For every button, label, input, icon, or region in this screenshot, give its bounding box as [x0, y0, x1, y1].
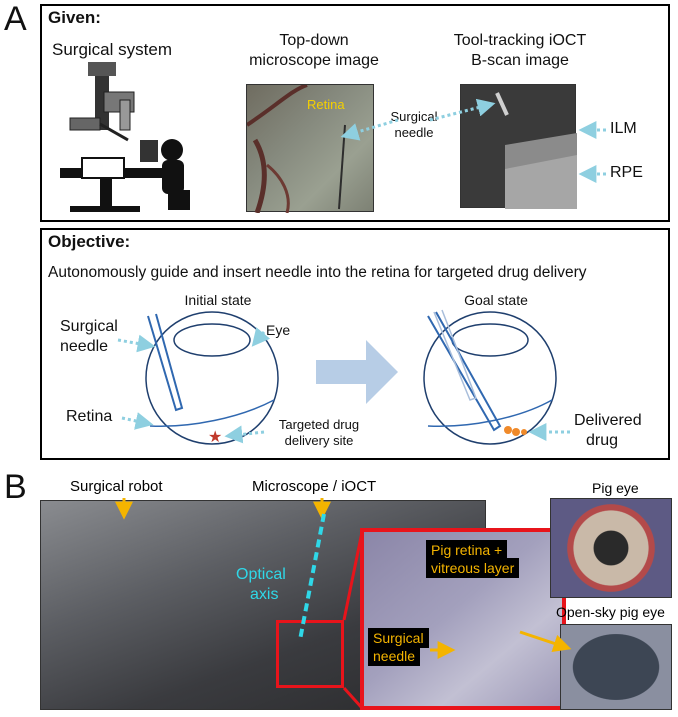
given-header: Given: [48, 8, 101, 27]
delivered-label-2: drug [586, 432, 619, 449]
goal-state-label: Goal state [464, 292, 528, 308]
inset-needle-label-1: Surgical [368, 628, 429, 649]
surgical-robot-label: Surgical robot [70, 478, 163, 495]
microscope-label-2: microscope image [249, 52, 379, 69]
bscan-overlay [495, 92, 577, 209]
microscope-image: Retina [246, 84, 374, 213]
microscope-label-1: Top-down [279, 32, 349, 49]
zoom-box [276, 620, 344, 688]
ioct-label-2: B-scan image [471, 52, 569, 69]
obj-needle-label-2: needle [60, 338, 109, 355]
optical-axis-label-1: Optical [236, 566, 286, 583]
target-label-2: delivery site [284, 433, 354, 448]
inset-label-1: Pig retina + [426, 540, 508, 561]
microscope-ioct-label: Microscope / iOCT [252, 478, 377, 495]
pig-eye-photo [550, 498, 672, 598]
open-sky-pig-eye-label: Open-sky pig eye [556, 604, 665, 620]
needle-label-2: needle [394, 125, 434, 140]
optical-axis-label-2: axis [250, 586, 279, 603]
pig-eye-label: Pig eye [592, 480, 639, 496]
ioct-bscan-image [460, 84, 577, 209]
objective-description: Autonomously guide and insert needle int… [48, 264, 587, 281]
ilm-label: ILM [610, 120, 637, 137]
objective-header: Objective: [48, 232, 131, 251]
eye-label: Eye [266, 322, 291, 338]
obj-needle-label-1: Surgical [60, 318, 118, 335]
panel-letter-a: A [4, 0, 27, 38]
retina-label: Retina [307, 97, 345, 112]
inset-needle-label-2: needle [368, 646, 421, 667]
initial-state-label: Initial state [184, 292, 252, 308]
delivered-label-1: Delivered [574, 412, 642, 429]
open-sky-pig-eye-photo [560, 624, 672, 710]
inset-label-2: vitreous layer [426, 558, 520, 579]
vessel-overlay [247, 85, 346, 213]
obj-retina-label: Retina [66, 408, 113, 425]
ioct-label-1: Tool-tracking iOCT [453, 32, 587, 49]
panel-letter-b: B [4, 468, 27, 506]
rpe-label: RPE [610, 164, 643, 181]
target-label-1: Targeted drug [278, 417, 360, 432]
needle-label-1: Surgical [390, 109, 438, 124]
surgical-system-label: Surgical system [52, 40, 172, 59]
